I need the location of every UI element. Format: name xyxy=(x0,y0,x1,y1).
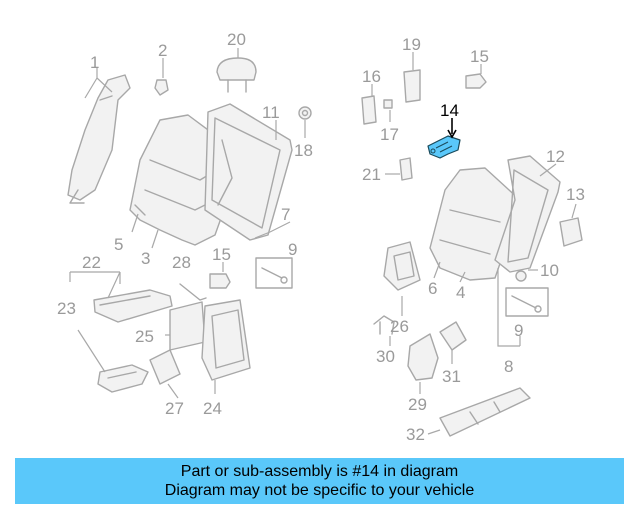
part-9-hardware-left[interactable] xyxy=(255,257,293,289)
part-30-clip[interactable] xyxy=(373,315,395,335)
part-13-bracket-right[interactable] xyxy=(559,217,583,247)
part-32-frame-bar[interactable] xyxy=(439,387,531,437)
label-11: 11 xyxy=(262,103,280,122)
part-2-clip[interactable] xyxy=(154,79,169,96)
label-22: 22 xyxy=(82,253,101,272)
label-16: 16 xyxy=(362,67,381,86)
label-18: 18 xyxy=(294,141,313,160)
label-15-right: 15 xyxy=(470,47,489,66)
part-20-headrest[interactable] xyxy=(216,57,257,93)
label-10: 10 xyxy=(540,261,559,280)
part-29-bracket[interactable] xyxy=(407,333,439,381)
label-1: 1 xyxy=(90,53,99,72)
label-12: 12 xyxy=(546,147,565,166)
part-28-bracket[interactable] xyxy=(179,283,207,301)
label-2: 2 xyxy=(158,41,167,60)
part-14-latch[interactable] xyxy=(427,135,461,159)
label-9-left: 9 xyxy=(288,240,297,259)
part-26-switch-panel[interactable] xyxy=(383,241,421,291)
part-10-nut[interactable] xyxy=(515,270,527,282)
info-banner: Part or sub-assembly is #14 in diagram D… xyxy=(15,458,624,504)
part-11-seatback-frame[interactable] xyxy=(204,103,293,241)
parts-diagram: 1 2 20 11 18 3 5 7 9 15 22 28 23 25 27 2… xyxy=(57,30,585,444)
part-23-lumbar[interactable] xyxy=(97,364,149,393)
label-17: 17 xyxy=(380,125,399,144)
label-5: 5 xyxy=(114,235,123,254)
label-14: 14 xyxy=(440,101,459,120)
label-30: 30 xyxy=(376,347,395,366)
banner-line-part: Part or sub-assembly is #14 in diagram xyxy=(180,463,459,480)
label-31: 31 xyxy=(442,367,461,386)
label-13: 13 xyxy=(566,185,585,204)
part-21-plug[interactable] xyxy=(399,157,413,181)
part-31-cover[interactable] xyxy=(439,321,467,351)
part-24-back-panel[interactable] xyxy=(201,299,251,381)
part-25-panel[interactable] xyxy=(169,301,206,351)
label-28: 28 xyxy=(172,253,191,272)
label-32: 32 xyxy=(406,425,425,444)
label-26: 26 xyxy=(390,317,409,336)
part-27-trim[interactable] xyxy=(149,349,181,385)
label-15-left: 15 xyxy=(212,245,231,264)
label-23: 23 xyxy=(57,299,76,318)
part-18-grommet[interactable] xyxy=(298,106,312,120)
part-17-screw[interactable] xyxy=(383,99,393,109)
label-20: 20 xyxy=(227,30,246,49)
label-24: 24 xyxy=(203,399,222,418)
label-7: 7 xyxy=(281,205,290,224)
label-4: 4 xyxy=(456,283,465,302)
part-1-side-trim[interactable] xyxy=(67,74,131,204)
label-19: 19 xyxy=(402,35,421,54)
label-25: 25 xyxy=(135,327,154,346)
part-15-bolt-left[interactable] xyxy=(209,273,231,289)
label-9-right: 9 xyxy=(514,321,523,340)
label-8: 8 xyxy=(504,357,513,376)
banner-line-disclaimer: Diagram may not be specific to your vehi… xyxy=(164,482,475,499)
label-21: 21 xyxy=(362,165,381,184)
part-12-seatback-frame-right[interactable] xyxy=(494,155,561,273)
part-labels: 1 2 20 11 18 3 5 7 9 15 22 28 23 25 27 2… xyxy=(57,30,585,444)
label-29: 29 xyxy=(408,395,427,414)
label-6: 6 xyxy=(428,279,437,298)
part-22-seat-cushion[interactable] xyxy=(93,289,173,323)
part-15-bolt-right[interactable] xyxy=(465,73,487,89)
label-3: 3 xyxy=(141,249,150,268)
label-27: 27 xyxy=(165,399,184,418)
part-16-escutcheon[interactable] xyxy=(361,95,377,125)
part-9-hardware-right[interactable] xyxy=(505,287,549,317)
part-19-cover[interactable] xyxy=(403,69,421,103)
